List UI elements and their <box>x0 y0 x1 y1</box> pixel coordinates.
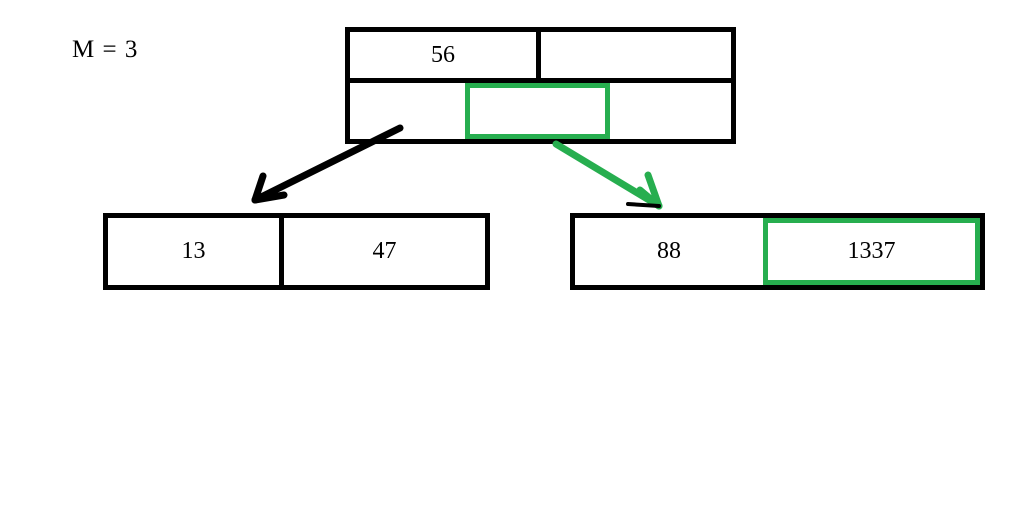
root-node[interactable]: 56 <box>345 27 736 144</box>
leaf-left-cell-1[interactable]: 47 <box>279 218 485 285</box>
leaf-left-cell-0[interactable]: 13 <box>108 218 279 285</box>
leaf-right-cell-0[interactable]: 88 <box>575 218 763 285</box>
arrow-root-to-right-leaf <box>552 140 663 210</box>
root-key-cell-1[interactable] <box>536 32 731 78</box>
leaf-node-right[interactable]: 88 1337 <box>570 213 985 290</box>
root-pointer-cell-2[interactable] <box>610 83 731 139</box>
leaf-right-cell-1-highlighted[interactable]: 1337 <box>763 218 980 285</box>
root-key-cell-0[interactable]: 56 <box>350 32 536 78</box>
root-key-row: 56 <box>350 32 731 83</box>
root-pointer-row <box>350 83 731 139</box>
leaf-right-row: 88 1337 <box>575 218 980 285</box>
root-pointer-cell-0[interactable] <box>350 83 465 139</box>
leaf-left-row: 13 47 <box>108 218 485 285</box>
order-label: M = 3 <box>72 36 139 63</box>
leaf-node-left[interactable]: 13 47 <box>103 213 490 290</box>
root-pointer-cell-1-highlighted[interactable] <box>465 83 610 139</box>
